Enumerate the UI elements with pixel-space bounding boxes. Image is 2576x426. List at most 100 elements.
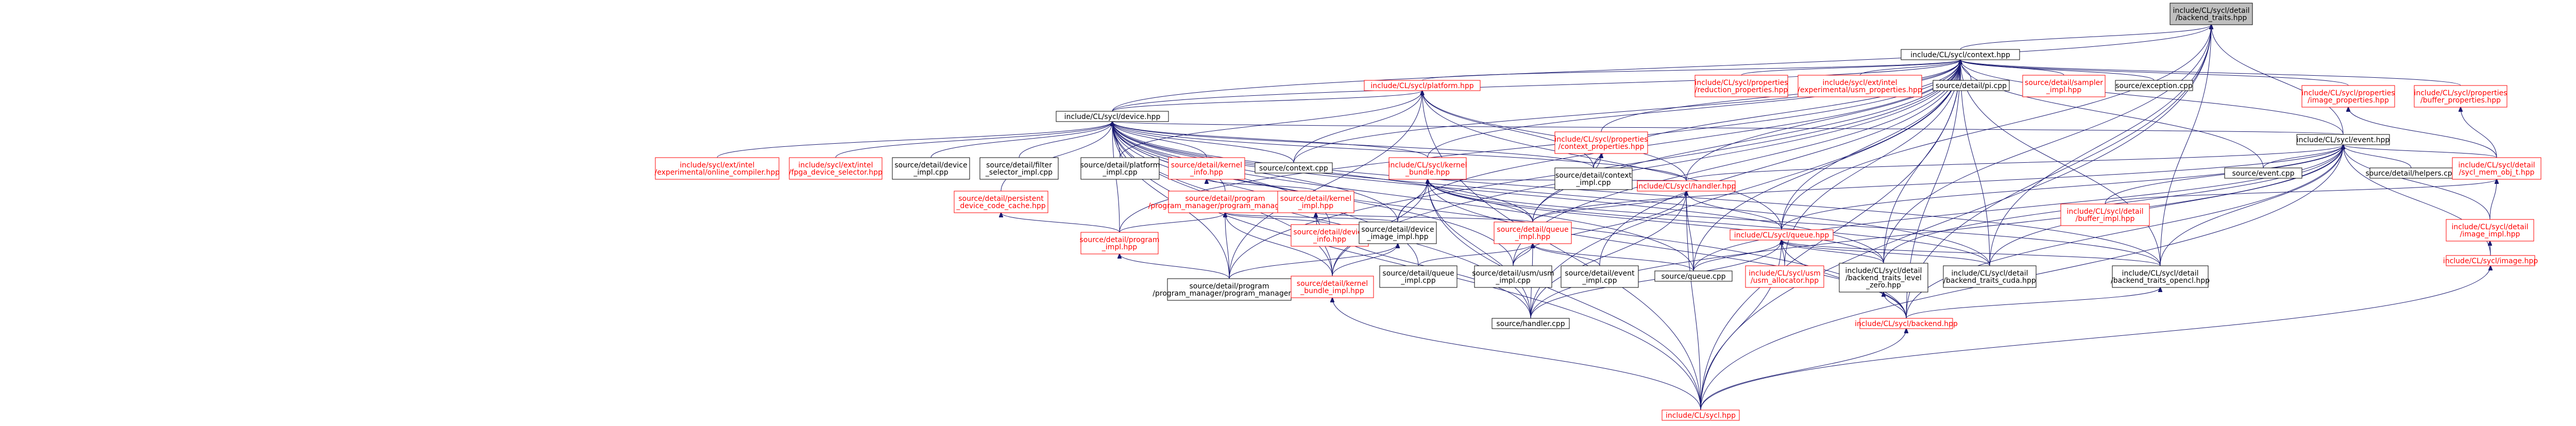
file-node-source-context-cpp[interactable]: source/context.cpp — [1255, 162, 1333, 174]
file-node-include-cl-sycl-detail-backend-traits-cuda-hpp[interactable]: include/CL/sycl/detail/backend_traits_cu… — [1943, 265, 2037, 288]
file-node-source-detail-program-impl-hpp[interactable]: source/detail/program_impl.hpp — [1079, 232, 1160, 254]
include-edge — [1428, 179, 1884, 264]
include-edge — [1112, 60, 1960, 112]
file-node-source-detail-device-info-hpp[interactable]: source/detail/device_info.hpp — [1291, 224, 1369, 247]
file-node-source-detail-kernel-info-hpp[interactable]: source/detail/kernel_info.hpp — [1168, 157, 1245, 180]
file-node-box — [2170, 3, 2253, 25]
include-edge — [1782, 240, 2161, 266]
file-node-include-cl-sycl-image-hpp[interactable]: include/CL/sycl/image.hpp — [2443, 255, 2538, 266]
file-node-label: _impl.cpp — [1582, 277, 1617, 285]
file-node-source-detail-queue-impl-hpp[interactable]: source/detail/queue_impl.hpp — [1494, 221, 1572, 244]
file-node-source-detail-program-program-manager-program-manager-hpp[interactable]: source/detail/program/program_manager/pr… — [1148, 191, 1302, 213]
file-node-source-detail-kernel-impl-hpp[interactable]: source/detail/kernel_impl.hpp — [1277, 191, 1354, 213]
file-node-label: _impl.cpp — [1400, 277, 1435, 285]
file-node-label: /reduction_properties.hpp — [1695, 86, 1788, 94]
file-node-label: source/detail/program — [1189, 282, 1269, 291]
include-edge — [2343, 145, 2412, 168]
file-node-include-cl-sycl-detail-image-impl-hpp[interactable]: include/CL/sycl/detail/image_impl.hpp — [2446, 219, 2534, 242]
file-node-include-cl-sycl-event-hpp[interactable]: include/CL/sycl/event.hpp — [2296, 134, 2390, 145]
file-node-include-cl-sycl-handler-hpp[interactable]: include/CL/sycl/handler.hpp — [1637, 180, 1736, 192]
file-node-include-cl-sycl-kernel-bundle-hpp[interactable]: include/CL/sycl/kernel_bundle.hpp — [1388, 157, 1467, 180]
file-node-include-cl-sycl-platform-hpp[interactable]: include/CL/sycl/platform.hpp — [1364, 80, 1481, 91]
file-node-box — [2112, 265, 2209, 288]
file-node-label: _image_impl.hpp — [1366, 233, 1428, 241]
file-node-include-cl-sycl-backend-hpp[interactable]: include/CL/sycl/backend.hpp — [1855, 318, 1958, 329]
include-edge — [1112, 122, 1594, 168]
file-node-label: _info.hpp — [1313, 235, 1346, 244]
file-node-label: /sycl_mem_obj_t.hpp — [2459, 168, 2535, 177]
include-edge — [1225, 213, 1230, 279]
file-node-label: _impl.hpp — [1101, 243, 1138, 251]
file-node-source-detail-device-image-impl-hpp[interactable]: source/detail/device_image_impl.hpp — [1359, 221, 1437, 244]
file-node-label: include/CL/sycl/event.hpp — [2297, 136, 2390, 144]
file-node-include-sycl-ext-intel-fpga-device-selector-hpp[interactable]: include/sycl/ext/intel/fpga_device_selec… — [789, 157, 883, 180]
file-node-box — [2115, 80, 2193, 91]
file-node-include-cl-sycl-usm-usm-allocator-hpp[interactable]: include/CL/sycl/usm/usm_allocator.hpp — [1745, 265, 1824, 288]
include-edge — [1112, 122, 1687, 181]
file-node-source-event-cpp[interactable]: source/event.cpp — [2224, 167, 2302, 179]
file-node-include-cl-sycl-hpp[interactable]: include/CL/sycl.hpp — [1662, 410, 1740, 421]
file-node-include-sycl-ext-intel-experimental-online-compiler-hpp[interactable]: include/sycl/ext/intel/experimental/onli… — [655, 157, 780, 180]
include-edge — [1225, 213, 1330, 225]
file-node-source-detail-program-program-manager-program-manager-cpp[interactable]: source/detail/program/program_manager/pr… — [1153, 278, 1306, 301]
file-node-include-cl-sycl-properties-context-properties-hpp[interactable]: include/CL/sycl/properties/context_prope… — [1554, 131, 1648, 154]
file-node-label: include/CL/sycl.hpp — [1666, 412, 1736, 420]
include-edge — [1229, 244, 1398, 279]
file-node-source-queue-cpp[interactable]: source/queue.cpp — [1654, 270, 1733, 282]
file-node-include-cl-sycl-properties-buffer-properties-hpp[interactable]: include/CL/sycl/properties/buffer_proper… — [2414, 85, 2507, 108]
file-node-include-cl-sycl-properties-reduction-properties-hpp[interactable]: include/CL/sycl/properties/reduction_pro… — [1694, 75, 1788, 97]
file-node-label: include/CL/sycl/platform.hpp — [1370, 82, 1473, 90]
file-node-box — [1662, 410, 1740, 421]
file-node-box — [1901, 49, 2020, 60]
file-node-source-detail-device-impl-cpp[interactable]: source/detail/device_impl.cpp — [892, 157, 970, 180]
file-node-box — [2301, 85, 2395, 108]
file-node-source-detail-sampler-impl-hpp[interactable]: source/detail/sampler_impl.hpp — [2022, 75, 2106, 97]
file-node-include-cl-sycl-context-hpp[interactable]: include/CL/sycl/context.hpp — [1901, 49, 2020, 60]
file-node-include-cl-sycl-detail-backend-traits-opencl-hpp[interactable]: include/CL/sycl/detail/backend_traits_op… — [2111, 265, 2210, 288]
file-node-source-detail-pi-cpp[interactable]: source/detail/pi.cpp — [1933, 80, 2010, 91]
file-node-include-cl-sycl-queue-hpp[interactable]: include/CL/sycl/queue.hpp — [1730, 229, 1834, 241]
file-node-source-detail-helpers-cpp[interactable]: source/detail/helpers.cpp — [2365, 167, 2457, 179]
file-node-box — [1637, 180, 1736, 192]
file-node-source-detail-context-impl-cpp[interactable]: source/detail/context_impl.cpp — [1554, 167, 1633, 190]
file-node-source-exception-cpp[interactable]: source/exception.cpp — [2115, 80, 2193, 91]
file-node-source-handler-cpp[interactable]: source/handler.cpp — [1492, 318, 1570, 329]
file-node-box — [1745, 265, 1824, 288]
file-node-include-cl-sycl-properties-image-properties-hpp[interactable]: include/CL/sycl/properties/image_propert… — [2301, 85, 2395, 108]
file-node-label: include/CL/sycl/detail — [1845, 267, 1922, 275]
file-node-source-detail-platform-impl-cpp[interactable]: source/detail/platform_impl.cpp — [1080, 157, 1160, 180]
file-node-include-cl-sycl-detail-buffer-impl-hpp[interactable]: include/CL/sycl/detail/buffer_impl.hpp — [2060, 203, 2150, 226]
include-edge — [1784, 60, 1960, 266]
file-node-source-detail-usm-usm-impl-cpp[interactable]: source/detail/usm/usm_impl.cpp — [1472, 265, 1554, 288]
include-edge — [1225, 213, 1398, 223]
include-edge — [1906, 145, 2343, 319]
include-edge — [2489, 179, 2497, 220]
file-node-label: source/handler.cpp — [1496, 320, 1565, 328]
file-node-source-detail-event-impl-cpp[interactable]: source/detail/event_impl.cpp — [1561, 265, 1639, 288]
include-edge — [1001, 213, 1120, 233]
file-node-label: include/CL/sycl/usm — [1749, 269, 1820, 278]
file-node-source-detail-queue-impl-cpp[interactable]: source/detail/queue_impl.cpp — [1379, 265, 1458, 288]
file-node-source-detail-persistent-device-code-cache-hpp[interactable]: source/detail/persistent_device_code_cac… — [954, 191, 1048, 213]
file-node-include-sycl-ext-intel-experimental-usm-properties-hpp[interactable]: include/sycl/ext/intel/experimental/usm_… — [1798, 75, 1922, 97]
include-edge — [1960, 60, 2344, 135]
file-node-label: _impl.hpp — [1298, 202, 1334, 210]
file-node-label: source/detail/context — [1555, 172, 1632, 180]
file-node-source-detail-kernel-bundle-impl-hpp[interactable]: source/detail/kernel_bundle_impl.hpp — [1291, 276, 1374, 298]
file-node-box — [1291, 276, 1374, 298]
file-node-box — [1277, 191, 1354, 213]
include-edge — [1532, 191, 1686, 223]
file-node-box — [2446, 255, 2535, 266]
file-node-label: include/CL/sycl/context.hpp — [1910, 51, 2010, 59]
file-node-include-cl-sycl-device-hpp[interactable]: include/CL/sycl/device.hpp — [1056, 111, 1169, 122]
file-node-label: _impl.cpp — [913, 168, 948, 177]
include-edge — [1112, 122, 1294, 163]
file-node-box — [979, 157, 1059, 180]
file-node-label: source/context.cpp — [1259, 164, 1328, 173]
file-node-source-detail-filter-selector-impl-cpp[interactable]: source/detail/filter_selector_impl.cpp — [979, 157, 1059, 180]
file-node-include-cl-sycl-detail-sycl-mem-obj-t-hpp[interactable]: include/CL/sycl/detail/sycl_mem_obj_t.hp… — [2452, 157, 2541, 180]
file-node-label: source/detail/helpers.cpp — [2365, 169, 2456, 178]
file-node-include-cl-sycl-detail-backend-traits-level-zero-hpp[interactable]: include/CL/sycl/detail/backend_traits_le… — [1839, 263, 1928, 293]
include-edge — [1781, 25, 2211, 230]
file-node-label: include/CL/sycl/detail — [2067, 208, 2144, 216]
